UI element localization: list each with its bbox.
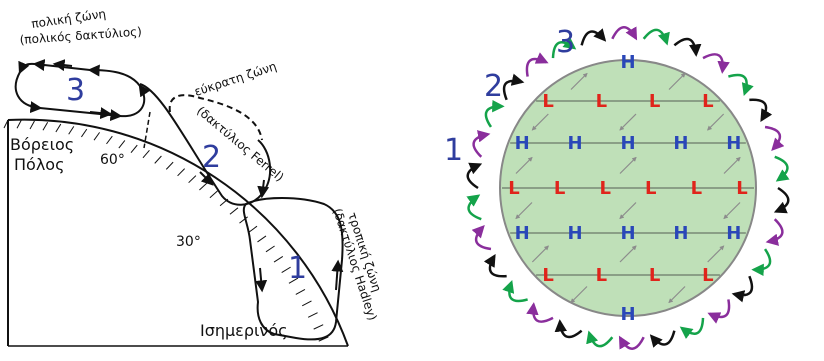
low-pressure-label: L [596,265,607,286]
temperate-cell-number: 2 [202,140,221,175]
hadley-cell-loop [242,197,344,341]
high-pressure-label: H [620,133,635,154]
wind-arrow [723,202,741,220]
wind-arrow [619,245,637,263]
latitude-60-label: 60° [100,152,125,168]
equator-label: Ισημερινός [200,321,288,340]
high-pressure-label: H [515,223,530,244]
circulation-arrow [764,125,785,152]
wind-arrow [619,156,637,174]
high-pressure-label: H [620,304,635,325]
circulation-arrow [471,224,492,251]
wind-arrow [706,113,725,131]
high-pressure-label: H [726,133,741,154]
low-pressure-label: L [596,91,607,112]
circulation-arrow [526,302,554,323]
circulation-arrow [551,36,577,59]
polar-front-line [143,111,151,149]
wind-arrow [570,286,588,304]
latitude-30-label: 30° [176,234,201,250]
ferrel-cell-loop [139,83,272,206]
low-pressure-label: L [736,178,747,199]
circulation-arrow [679,317,705,340]
circulation-arrow [611,26,638,41]
circulation-cell-arrows [466,26,790,350]
wind-arrow [668,72,686,90]
surface-wind-arrows [515,72,741,304]
wind-arrow [619,202,637,220]
circulation-arrow [466,194,482,221]
wind-arrow [515,202,533,220]
cell-number-1: 1 [444,133,463,168]
temperate-zone-label: εύκρατη ζώνη [193,59,279,99]
circulation-arrow [502,73,525,101]
circulation-arrow [484,99,505,128]
circulation-arrow [765,218,784,246]
three-cell-diagram: πολική ζώνη (πολικός δακτύλιος) 3 εύκρατ… [3,7,384,347]
low-pressure-label: L [649,91,660,112]
polar-cell-loop [14,64,145,116]
high-pressure-label: H [620,52,635,73]
high-pressure-label: H [673,223,688,244]
circulation-arrow [502,280,528,303]
low-pressure-label: L [702,265,713,286]
wind-arrow [531,245,550,263]
low-pressure-label: L [645,178,656,199]
circulation-arrow [728,73,754,96]
circulation-arrow [751,248,772,277]
wind-arrow [531,113,549,131]
low-pressure-label: L [542,265,553,286]
high-pressure-label: H [673,133,688,154]
wind-arrow [668,286,686,304]
high-pressure-label: H [620,223,635,244]
circulation-arrow [483,253,507,278]
circulation-arrow [472,130,491,158]
circulation-arrow [618,335,645,350]
latitude-lines [502,100,754,276]
cell-number-3: 3 [556,25,575,60]
circulation-arrow [774,155,790,182]
low-pressure-label: L [542,91,553,112]
circulation-arrow [749,98,773,123]
wind-arrow [570,72,588,90]
circulation-arrow [702,53,730,74]
circulation-arrow [673,37,702,57]
low-pressure-label: L [554,178,565,199]
low-pressure-label: L [691,178,702,199]
wind-arrow [515,156,533,174]
north-pole-label-1: Βόρειος [10,135,74,154]
high-pressure-label: H [568,133,583,154]
high-pressure-label: H [515,133,530,154]
wind-arrow [723,156,741,174]
wind-arrow [707,245,725,263]
north-pole-label-2: Πόλος [14,155,64,174]
circulation-arrow [707,299,731,324]
cell-number-2: 2 [484,69,503,104]
low-pressure-label: L [508,178,519,199]
circulation-arrow [731,275,754,303]
wind-arrow [619,113,637,131]
circulation-arrow [649,330,676,348]
circulation-arrow [554,319,583,339]
circulation-arrow [466,162,483,190]
low-pressure-label: L [702,91,713,112]
circulation-arrow [525,52,549,77]
circulation-arrow [580,28,607,46]
circulation-arrow [642,28,670,46]
circulation-arrow [773,186,790,214]
low-pressure-label: L [599,178,610,199]
polar-cell-number: 3 [66,73,85,108]
low-pressure-label: L [649,265,660,286]
circulation-arrow [586,330,614,348]
tropical-cell-number: 1 [288,251,307,286]
high-pressure-label: H [568,223,583,244]
high-pressure-label: H [726,223,741,244]
